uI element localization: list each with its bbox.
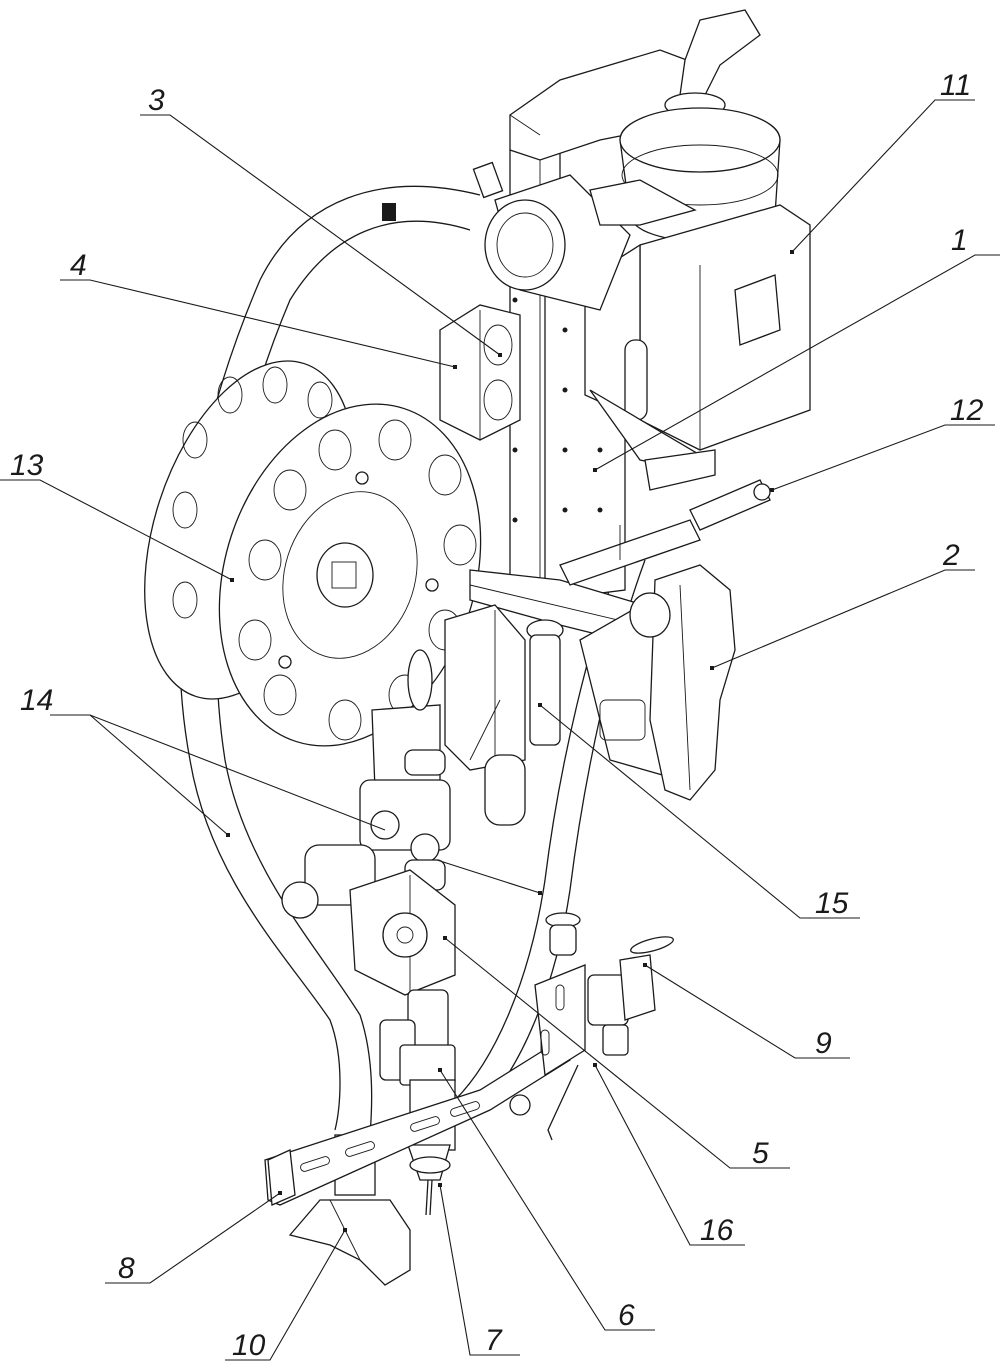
hose-clamp — [382, 203, 396, 221]
callout-5: 5 — [752, 1137, 769, 1170]
callout-4: 4 — [70, 249, 87, 282]
leader-lines — [0, 99, 1000, 1361]
callout-7: 7 — [485, 1324, 503, 1357]
flux-hopper — [584, 9, 811, 471]
drive-unit — [579, 564, 736, 801]
callout-12: 12 — [950, 394, 984, 427]
callout-13: 13 — [10, 449, 44, 482]
wire-straightener — [359, 604, 564, 891]
viewing-tube — [382, 161, 697, 311]
wire-probe — [509, 1064, 579, 1141]
callout-10: 10 — [232, 1329, 266, 1362]
control-block — [439, 304, 521, 441]
callout-labels: 1 2 3 4 5 6 7 8 9 10 11 12 13 14 15 16 — [10, 69, 984, 1362]
mounting-bracket — [264, 964, 586, 1206]
callout-1: 1 — [951, 224, 968, 257]
callout-15: 15 — [815, 887, 849, 920]
callout-3: 3 — [148, 84, 165, 117]
pneumatic-cylinder — [559, 449, 771, 586]
callout-9: 9 — [815, 1027, 832, 1060]
callout-11: 11 — [940, 69, 971, 102]
locking-knob — [545, 912, 581, 956]
adjuster-knob — [587, 936, 674, 1056]
callout-2: 2 — [942, 539, 960, 572]
callout-8: 8 — [118, 1252, 135, 1285]
callout-16: 16 — [700, 1214, 734, 1247]
feed-rolls — [281, 844, 456, 1086]
callout-14: 14 — [20, 684, 53, 717]
marker-dots — [226, 250, 794, 1232]
callout-6: 6 — [618, 1299, 635, 1332]
